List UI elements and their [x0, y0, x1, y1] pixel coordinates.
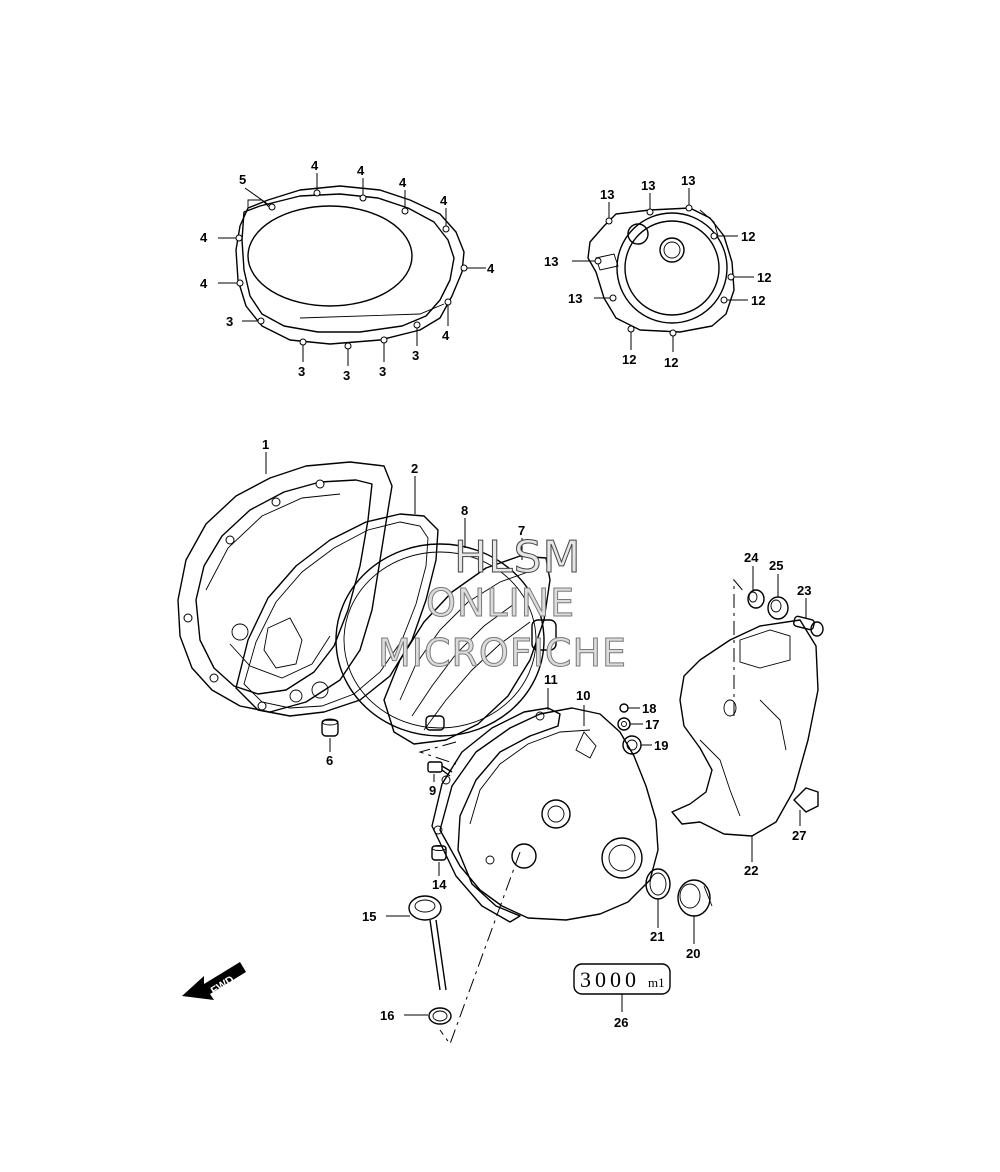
watermark: HLSM ONLINE MICROFICHE [378, 532, 627, 676]
callout-4: 4 [311, 158, 319, 173]
part-20-plug [677, 879, 713, 917]
part-15-oil-filler-cap [408, 895, 447, 991]
callout-13: 13 [600, 187, 614, 202]
part-17-washer [617, 717, 631, 731]
callout-27: 27 [792, 828, 806, 843]
callout-12: 12 [622, 352, 636, 367]
part-23-bolt [793, 615, 824, 637]
callout-4: 4 [440, 193, 448, 208]
part-10-generator-cover [439, 707, 659, 921]
callout-19: 19 [654, 738, 668, 753]
part-16-o-ring [428, 1007, 452, 1025]
part-2-gasket [235, 513, 439, 717]
assembly-line-15 [439, 851, 521, 1046]
label-value: 3000 [580, 967, 640, 992]
callout-7: 7 [518, 523, 525, 538]
callout-15: 15 [362, 909, 376, 924]
watermark-line2: ONLINE [426, 581, 575, 625]
callout-13: 13 [568, 291, 582, 306]
part-24-cap [747, 589, 765, 609]
callout-21: 21 [650, 929, 664, 944]
part-14-dowel-pin [431, 845, 447, 861]
callout-3: 3 [298, 364, 305, 379]
callout-4: 4 [442, 328, 450, 343]
callout-2: 2 [411, 461, 418, 476]
callout-24: 24 [744, 550, 759, 565]
callout-1: 1 [262, 437, 269, 452]
forward-arrow-icon: FWD [182, 962, 246, 1000]
callout-12: 12 [751, 293, 765, 308]
watermark-line1: HLSM [454, 532, 582, 583]
callout-13: 13 [641, 178, 655, 193]
part-26-label: 3000 m1 [573, 963, 671, 995]
callout-20: 20 [686, 946, 700, 961]
callout-8: 8 [461, 503, 468, 518]
part-7-screen-cover [383, 555, 557, 745]
callout-5: 5 [239, 172, 246, 187]
cover-bolt-holes-top-left [235, 189, 468, 350]
callout-3: 3 [226, 314, 233, 329]
part-8-plate [335, 543, 545, 737]
callout-22: 22 [744, 863, 758, 878]
callout-4: 4 [399, 175, 407, 190]
callout-3: 3 [379, 364, 386, 379]
callout-18: 18 [642, 701, 656, 716]
watermark-line3: MICROFICHE [378, 631, 627, 675]
callout-9: 9 [429, 783, 436, 798]
part-18-ball [619, 703, 629, 713]
callout-26: 26 [614, 1015, 628, 1030]
part-21-o-ring [645, 868, 671, 900]
part-25-collar [767, 596, 789, 620]
callout-12: 12 [741, 229, 755, 244]
callout-4: 4 [487, 261, 495, 276]
callout-4: 4 [200, 276, 208, 291]
part-11-gasket [431, 707, 561, 923]
callout-3: 3 [412, 348, 419, 363]
callout-6: 6 [326, 753, 333, 768]
callout-14: 14 [432, 877, 447, 892]
callout-4: 4 [357, 163, 365, 178]
part-22-cover [671, 619, 819, 837]
callout-10: 10 [576, 688, 590, 703]
callout-13: 13 [544, 254, 558, 269]
label-unit: m1 [648, 975, 665, 990]
generator-cover-outline-top [587, 207, 735, 333]
callout-3: 3 [343, 368, 350, 383]
part-6-dowel-pin [321, 718, 339, 737]
callout-labels: 4 4 4 4 5 4 4 4 4 3 3 3 3 3 13 13 13 12 … [200, 158, 811, 1030]
part-27-cap [793, 787, 819, 813]
assembly-line-9 [418, 741, 457, 765]
leaders-top-right [572, 188, 754, 352]
callout-16: 16 [380, 1008, 394, 1023]
callout-23: 23 [797, 583, 811, 598]
clutch-cover-outline-top [235, 185, 465, 345]
callout-25: 25 [769, 558, 783, 573]
callout-11: 11 [544, 672, 558, 687]
callout-12: 12 [757, 270, 771, 285]
callout-12: 12 [664, 355, 678, 370]
leaders-top-left [218, 173, 486, 366]
cover-bolt-holes-top-right [594, 204, 735, 337]
callout-4: 4 [200, 230, 208, 245]
callout-17: 17 [645, 717, 659, 732]
assembly-line-22 [733, 578, 745, 716]
callout-13: 13 [681, 173, 695, 188]
part-1-clutch-cover [177, 461, 393, 713]
